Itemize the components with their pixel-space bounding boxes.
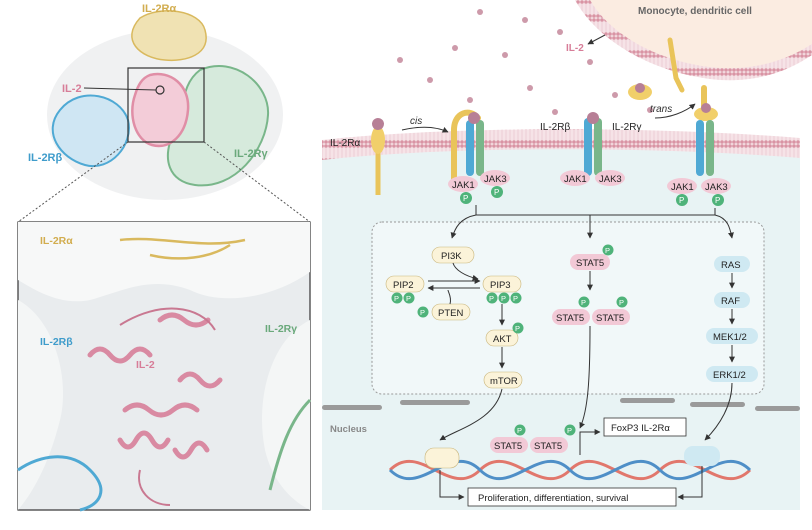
- il2ra-structure: [131, 10, 207, 62]
- gene-box: [603, 417, 687, 437]
- label-il2: IL-2: [62, 83, 82, 95]
- jak1-trans: JAK1: [671, 182, 694, 193]
- nuclear-envelope: [322, 398, 800, 411]
- stat5-pathway: STAT5 P STAT5 STAT5 P P: [552, 244, 630, 325]
- node-akt: AKT: [493, 334, 512, 345]
- pi3k-target-factor: [424, 447, 460, 469]
- label-zoom-il2rg: IL-2Rγ: [265, 323, 297, 335]
- label-il2-free: IL-2: [566, 43, 584, 54]
- panel-b: Monocyte, dendritic cell IL-2 trans cis …: [322, 0, 812, 510]
- phospho-pip3-3: P: [513, 294, 518, 303]
- phospho-stat5: P: [605, 246, 610, 255]
- structure-overview: [47, 10, 283, 200]
- label-il2rb: IL-2Rβ: [28, 152, 63, 164]
- receptor-il2ra-alone: [371, 118, 385, 195]
- zoom-box: [127, 67, 205, 143]
- node-pip3: PIP3: [490, 280, 511, 291]
- jak1-free: JAK1: [564, 174, 587, 185]
- receptor-complex-trans: [694, 85, 718, 176]
- panel-a: IL-2Rα IL-2 IL-2Rβ IL-2Rγ: [17, 3, 312, 512]
- label-il2rg: IL-2Rγ: [612, 122, 641, 133]
- phospho-dimer-a: P: [581, 298, 586, 307]
- node-ras: RAS: [721, 260, 741, 271]
- label-il2ra: IL-2Rα: [330, 138, 360, 149]
- phospho-dimer-b: P: [619, 298, 624, 307]
- label-il2rg: IL-2Rγ: [234, 148, 269, 160]
- il2-structure: [131, 72, 190, 148]
- phospho-pip2-2: P: [406, 294, 411, 303]
- label-cis: cis: [410, 116, 422, 127]
- phospho-nuclear-a: P: [517, 426, 522, 435]
- phospho-jak3-cis: P: [494, 188, 499, 197]
- nuclear-stat5-b: STAT5: [534, 441, 562, 452]
- node-stat5-dimer-b: STAT5: [596, 313, 624, 324]
- phospho-pten: P: [420, 308, 425, 317]
- receptor-complex-cis: [451, 109, 484, 183]
- label-cell: Monocyte, dendritic cell: [638, 6, 752, 17]
- zoom-panel: [17, 221, 312, 512]
- phospho-pip3-2: P: [501, 294, 506, 303]
- node-stat5-dimer-a: STAT5: [556, 313, 584, 324]
- node-pip2: PIP2: [393, 280, 414, 291]
- node-erk: ERK1/2: [713, 370, 746, 381]
- phospho-nuclear-b: P: [567, 426, 572, 435]
- node-stat5: STAT5: [576, 258, 604, 269]
- label-zoom-il2rb: IL-2Rβ: [40, 336, 73, 348]
- jak-row: JAK1 JAK3 P P JAK1 JAK3 JAK1 JAK3 P P: [448, 170, 731, 206]
- mapk-pathway: RAS RAF MEK1/2 ERK1/2: [706, 256, 758, 382]
- phospho-jak1-trans: P: [679, 196, 684, 205]
- receptor-complex-free: [584, 112, 602, 176]
- label-gene: FoxP3 IL-2Rα: [611, 423, 670, 434]
- il2-particles: [397, 9, 653, 115]
- il2rb-structure: [51, 94, 130, 168]
- jak3-trans: JAK3: [705, 182, 728, 193]
- label-zoom-il2ra: IL-2Rα: [40, 235, 73, 247]
- phospho-jak1-cis: P: [463, 194, 468, 203]
- jak3-free: JAK3: [599, 174, 622, 185]
- label-zoom-il2: IL-2: [136, 359, 155, 371]
- outcome-box: [467, 487, 677, 507]
- label-il2rb: IL-2Rβ: [540, 122, 570, 133]
- node-raf: RAF: [721, 296, 740, 307]
- phospho-pip3-1: P: [489, 294, 494, 303]
- label-il2ra-top: IL-2Rα: [142, 3, 177, 15]
- jak3-cis: JAK3: [484, 174, 507, 185]
- node-pten: PTEN: [438, 308, 463, 319]
- mapk-target-factor: [684, 446, 720, 466]
- pi3k-pathway: PI3K PIP2 PIP3 P P P P P P PTEN AKT P mT…: [385, 246, 524, 389]
- node-pi3k: PI3K: [441, 251, 462, 262]
- label-outcome: Proliferation, differentiation, survival: [478, 493, 628, 504]
- node-mtor: mTOR: [490, 376, 518, 387]
- label-nucleus: Nucleus: [330, 424, 367, 435]
- t-cell-membrane: [322, 129, 800, 160]
- nuclear-stat5-a: STAT5: [494, 441, 522, 452]
- node-mek: MEK1/2: [713, 332, 747, 343]
- signaling-box: [371, 221, 765, 395]
- phospho-akt: P: [515, 324, 520, 333]
- label-trans: trans: [650, 104, 672, 115]
- phospho-pip2-1: P: [394, 294, 399, 303]
- jak1-cis: JAK1: [452, 180, 475, 191]
- il2-helices: [87, 312, 223, 460]
- phospho-jak3-trans: P: [715, 196, 720, 205]
